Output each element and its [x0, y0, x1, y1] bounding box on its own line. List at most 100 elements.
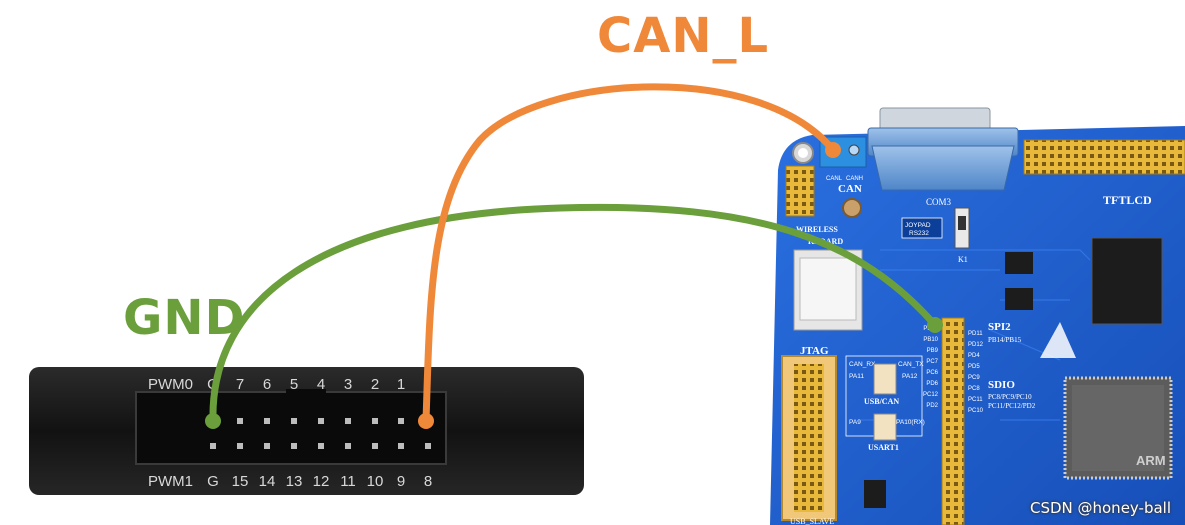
top-pin-label: 6	[263, 376, 271, 393]
pin-hole	[264, 443, 270, 449]
pin-hole	[237, 418, 243, 424]
pa10-label: PA10(RX)	[896, 419, 925, 426]
pin-hole	[398, 418, 404, 424]
tftlcd-header	[1023, 139, 1185, 175]
bottom-pin-label: G	[207, 473, 219, 490]
bottom-pin-label: 12	[313, 473, 330, 490]
connector-socket	[135, 391, 447, 465]
usb-slave-label: USB_SLAVE	[790, 517, 834, 525]
top-pin-label: 3	[344, 376, 352, 393]
tftlcd-label: TFTLCD	[1103, 193, 1152, 207]
gnd-wire	[209, 203, 939, 425]
sdio-pins-label-1: PC8/PC9/PC10	[988, 393, 1032, 401]
bottom-pin-label: 11	[340, 473, 356, 490]
pin-hole	[372, 443, 378, 449]
pin-hole	[318, 418, 324, 424]
bottom-pin-label: 14	[259, 473, 276, 490]
pin-hole	[291, 418, 297, 424]
pwm1-label: PWM1	[148, 473, 193, 490]
pin-hole	[318, 443, 324, 449]
gpio-pin-label: PD5	[968, 364, 980, 370]
com3-label: COM3	[926, 197, 952, 207]
usb-can-label: USB/CAN	[864, 397, 899, 406]
k1-label: K1	[958, 255, 968, 264]
rs232-label: RS232	[909, 230, 929, 237]
can-l-wire-end-board	[825, 142, 841, 158]
gnd-wire-end-board	[927, 317, 943, 333]
pin-hole	[398, 443, 404, 449]
spi2-label: SPI2	[988, 321, 1011, 333]
can-l-wire-end-connector	[418, 413, 434, 429]
gpio-pin-label: PD2	[926, 403, 938, 409]
bottom-pin-label: 8	[424, 473, 432, 490]
bottom-pin-label: 15	[232, 473, 249, 490]
pin-hole	[237, 443, 243, 449]
gpio-header	[941, 317, 965, 525]
ic-large-top	[1091, 237, 1163, 325]
bottom-pin-label: 9	[397, 473, 405, 490]
joypad-badge	[901, 217, 943, 239]
top-pin-label: 2	[371, 376, 379, 393]
gpio-pin-label: PB10	[923, 337, 938, 343]
pin-hole	[345, 443, 351, 449]
pa11-label: PA11	[849, 373, 864, 380]
gpio-pin-label: PB9	[927, 348, 939, 354]
sdio-label: SDIO	[988, 379, 1015, 391]
gpio-pin-label: PC7	[926, 359, 938, 365]
gpio-pin-label: PD4	[968, 353, 980, 359]
gpio-pin-label: PD11	[968, 331, 983, 337]
pin-hole	[291, 443, 297, 449]
wireless-header	[785, 165, 815, 217]
pa12-label: PA12	[902, 373, 918, 380]
can-crystal	[842, 198, 862, 218]
db9-connector	[867, 107, 1019, 191]
top-pin-label: 5	[290, 376, 298, 393]
gpio-pin-label: PC9	[968, 375, 980, 381]
top-pin-label: 4	[317, 376, 325, 393]
can-pin-label-l: CANL	[826, 176, 843, 182]
gpio-pin-label: PC8	[968, 386, 980, 392]
top-pin-label: 7	[236, 376, 244, 393]
pin-hole	[210, 443, 216, 449]
mcu-chip	[1063, 376, 1173, 480]
can-pin-label-h: CANH	[846, 176, 863, 182]
arm-label: ARM	[1136, 453, 1166, 468]
pin-hole	[264, 418, 270, 424]
bottom-pin-label: 10	[367, 473, 384, 490]
can-l-wire-label: CAN_L	[597, 8, 770, 64]
pin-hole	[345, 418, 351, 424]
pa9-label: PA9	[849, 419, 861, 426]
gpio-pin-label: PC12	[923, 392, 939, 398]
can-l-wire	[422, 83, 837, 425]
wireless-label: WIRELESS	[796, 225, 838, 234]
gpio-pin-label: PC11	[968, 397, 983, 403]
spi2-pins-label: PB14/PB15	[988, 336, 1022, 344]
gpio-pin-label: PD12	[968, 342, 984, 348]
gnd-wire-label: GND	[123, 290, 246, 346]
st-logo	[1040, 322, 1076, 358]
can-tx-label: CAN_TX	[898, 361, 924, 368]
pin-hole	[372, 418, 378, 424]
bottom-pin-labels: G 15 14 13 12 11 10 9 8	[207, 473, 432, 490]
jtag-label: JTAG	[800, 345, 829, 357]
usb-can-jumper	[873, 363, 897, 395]
bottom-pin-label: 13	[286, 473, 303, 490]
top-pin-label: 1	[397, 376, 405, 393]
stm32-board: CANL CANH CAN COM3 TFTLCD WIRELESS KBOAR…	[770, 107, 1185, 525]
usart1-jumper	[873, 413, 897, 441]
ic-bottom	[864, 480, 886, 508]
pin-hole	[425, 443, 431, 449]
joypad-label: JOYPAD	[905, 222, 931, 229]
gpio-pin-label: PC6	[926, 370, 938, 376]
gpio-pin-label: PD6	[926, 381, 938, 387]
ic-u10	[1005, 288, 1033, 310]
gnd-wire-end-connector	[205, 413, 221, 429]
usart1-label: USART1	[868, 443, 899, 452]
ic-u9	[1005, 252, 1033, 274]
sdio-pins-label-2: PC11/PC12/PD2	[988, 402, 1036, 410]
pin-holes	[210, 418, 431, 449]
watermark: CSDN @honey-ball	[1029, 499, 1171, 517]
can-rx-label: CAN_RX	[849, 361, 876, 368]
